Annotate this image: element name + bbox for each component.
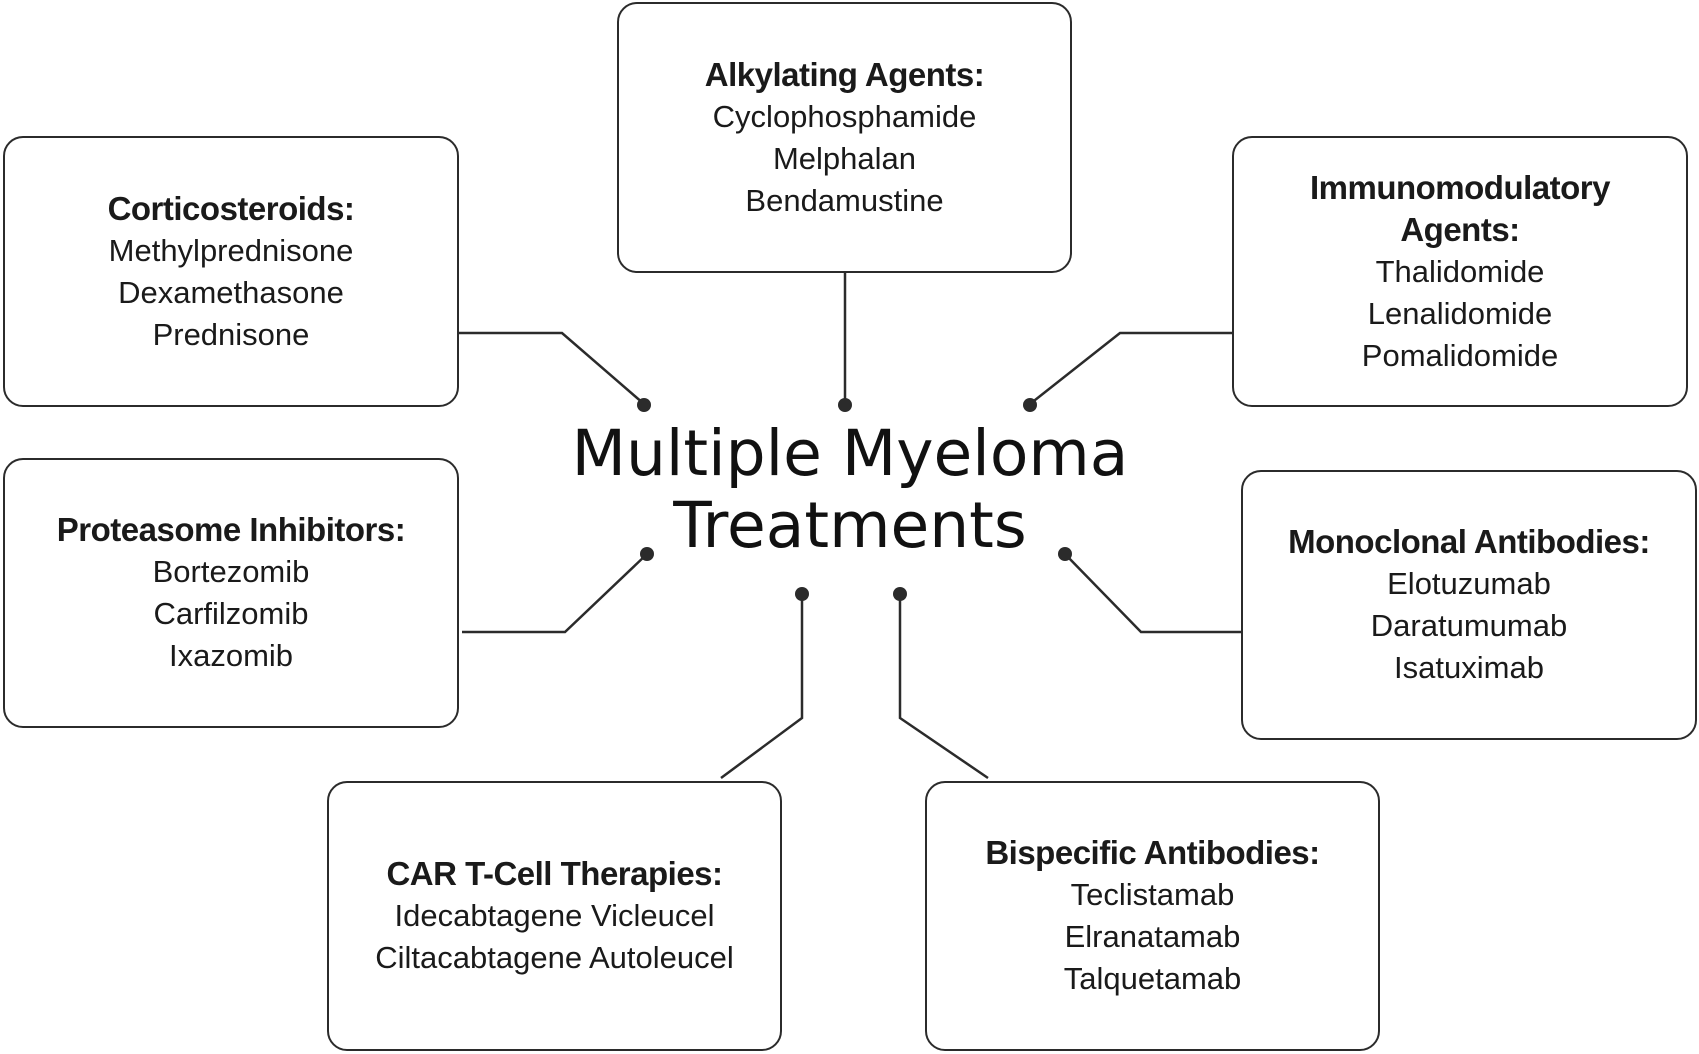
drug-list: Thalidomide Lenalidomide Pomalidomide [1362, 251, 1558, 377]
drug-list: Idecabtagene Vicleucel Ciltacabtagene Au… [375, 895, 733, 979]
drug-item: Talquetamab [1063, 961, 1242, 996]
connector-dot-corticosteroids [637, 398, 651, 412]
drug-list: Bortezomib Carfilzomib Ixazomib [153, 551, 310, 677]
drug-item: Elranatamab [1064, 919, 1241, 954]
category-box-proteasome-inhibitors: Proteasome Inhibitors: Bortezomib Carfil… [3, 458, 459, 728]
drug-item: Pomalidomide [1361, 337, 1559, 373]
drug-item: Prednisone [152, 316, 310, 352]
drug-list: Cyclophosphamide Melphalan Bendamustine [713, 96, 977, 222]
category-box-monoclonal-antibodies: Monoclonal Antibodies: Elotuzumab Daratu… [1241, 470, 1697, 740]
drug-item: Teclistamab [1070, 877, 1235, 912]
category-box-immunomodulatory-agents: Immunomodulatory Agents: Thalidomide Len… [1232, 136, 1688, 407]
drug-list: Teclistamab Elranatamab Talquetamab [1064, 874, 1242, 1000]
category-title: CAR T-Cell Therapies: [386, 855, 723, 892]
category-title-line2: Agents: [1400, 210, 1520, 248]
category-title: Proteasome Inhibitors: [56, 511, 406, 548]
category-title-line1: Immunomodulatory [1309, 168, 1611, 206]
drug-item: Bortezomib [152, 554, 310, 589]
drug-item: Isatuximab [1394, 650, 1544, 685]
connector-monoclonal [1064, 553, 1241, 634]
connector-dot-bispecific [893, 587, 907, 601]
drug-item: Cyclophosphamide [712, 98, 977, 134]
category-title: Bispecific Antibodies: [985, 834, 1320, 871]
drug-list: Methylprednisone Dexamethasone Prednison… [109, 230, 354, 356]
category-box-car-t-cell-therapies: CAR T-Cell Therapies: Idecabtagene Vicle… [327, 781, 782, 1051]
category-box-alkylating-agents: Alkylating Agents: Cyclophosphamide Melp… [617, 2, 1072, 273]
connector-immunomodulatory [1029, 331, 1232, 405]
center-title: Multiple Myeloma Treatments [540, 418, 1160, 562]
drug-item: Methylprednisone [108, 232, 354, 268]
drug-item: Carfilzomib [153, 596, 309, 631]
drug-item: Lenalidomide [1367, 295, 1553, 331]
connector-corticosteroids [459, 331, 645, 405]
drug-item: Thalidomide [1375, 253, 1545, 289]
category-title: Alkylating Agents: [704, 55, 985, 93]
drug-item: Dexamethasone [118, 274, 344, 310]
category-title: Corticosteroids: [107, 189, 355, 227]
drug-item: Melphalan [772, 140, 917, 176]
category-box-corticosteroids: Corticosteroids: Methylprednisone Dexame… [3, 136, 459, 407]
center-title-line1: Multiple Myeloma [571, 417, 1129, 490]
connector-proteasome [462, 553, 648, 634]
connector-dot-monoclonal [1058, 547, 1072, 561]
connector-dot-proteasome [640, 547, 654, 561]
center-title-line2: Treatments [673, 489, 1027, 562]
connector-bispecific [898, 594, 989, 780]
drug-item: Ciltacabtagene Autoleucel [375, 940, 734, 975]
connector-dot-car-t [795, 587, 809, 601]
category-title: Monoclonal Antibodies: [1288, 523, 1650, 560]
drug-item: Bendamustine [745, 182, 944, 218]
connector-car-t [720, 594, 804, 780]
drug-item: Elotuzumab [1387, 566, 1551, 601]
category-box-bispecific-antibodies: Bispecific Antibodies: Teclistamab Elran… [925, 781, 1380, 1051]
drug-item: Idecabtagene Vicleucel [394, 898, 715, 933]
connector-dot-alkylating [838, 398, 852, 412]
connector-dot-immunomodulatory [1023, 398, 1037, 412]
drug-item: Ixazomib [168, 638, 294, 673]
drug-list: Elotuzumab Daratumumab Isatuximab [1371, 563, 1567, 689]
drug-item: Daratumumab [1370, 608, 1568, 643]
